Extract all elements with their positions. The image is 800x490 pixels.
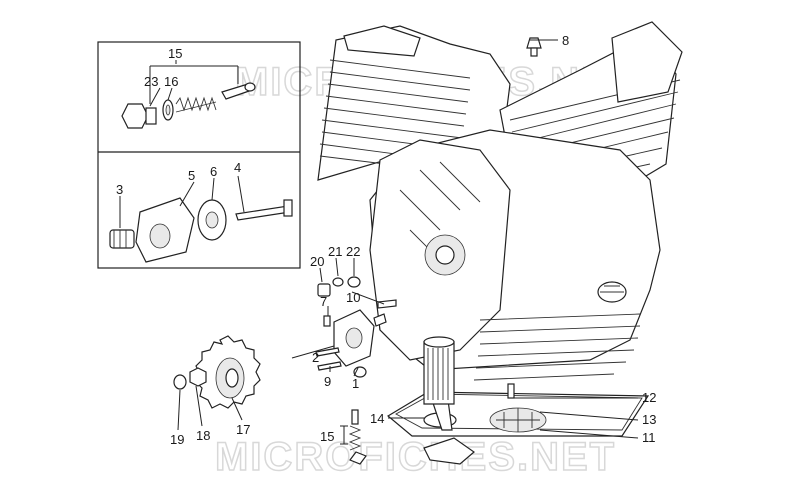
callout-10: 10: [346, 290, 360, 305]
leader-lines-main: [177, 39, 639, 445]
inset-frame: [97, 41, 301, 269]
callout-7: 7: [320, 294, 327, 309]
callout-16: 16: [164, 74, 178, 89]
callout-15-bottom: 15: [320, 429, 334, 444]
timing-sprocket: [173, 335, 261, 409]
watermark-bottom: MICROFICHES.NET: [215, 435, 616, 479]
oil-filter: [423, 336, 455, 405]
callout-8: 8: [562, 33, 569, 48]
callout-19: 19: [170, 432, 184, 447]
callout-3: 3: [116, 182, 123, 197]
sump-stud-spring: [348, 383, 515, 465]
leader-lines-bottom-inset: [119, 175, 245, 228]
callout-2: 2: [312, 350, 319, 365]
callout-22: 22: [346, 244, 360, 259]
relief-valve-assembly: [121, 82, 256, 129]
callout-23: 23: [144, 74, 158, 89]
callout-21: 21: [328, 244, 342, 259]
callout-5: 5: [188, 168, 195, 183]
leader-lines-top-inset: [149, 60, 239, 107]
callout-6: 6: [210, 164, 217, 179]
callout-4: 4: [234, 160, 241, 175]
callout-12: 12: [642, 390, 656, 405]
engine-crankcase: [317, 21, 683, 381]
callout-13: 13: [642, 412, 656, 427]
callout-14: 14: [370, 411, 384, 426]
callout-18: 18: [196, 428, 210, 443]
callout-labels: 15 23 16 3 5 6 4 8 20 21 22 10 7 9 1 2 1…: [116, 33, 656, 447]
callout-11: 11: [642, 430, 656, 445]
callout-17: 17: [236, 422, 250, 437]
oil-pump-parts: [109, 197, 293, 263]
callout-20: 20: [310, 254, 324, 269]
callout-1: 1: [352, 376, 359, 391]
callout-15-top: 15: [168, 46, 182, 61]
callout-9: 9: [324, 374, 331, 389]
